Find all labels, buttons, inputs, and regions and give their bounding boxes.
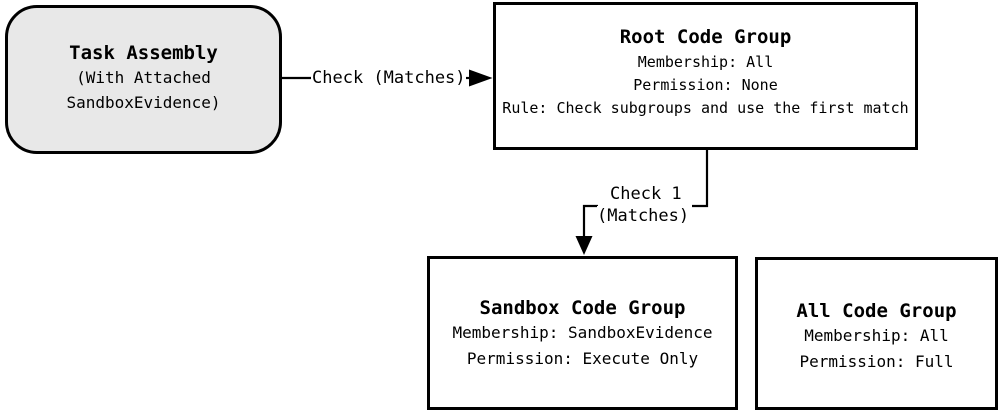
node-title: Root Code Group xyxy=(619,26,792,48)
node-detail-line: (With Attached xyxy=(76,68,211,87)
node-detail-line: Permission: Full xyxy=(799,352,954,371)
edge-label-check-1: Check 1 xyxy=(610,184,682,204)
node-detail-line: Permission: None xyxy=(633,76,778,94)
node-detail-line: Membership: SandboxEvidence xyxy=(452,323,713,342)
node-title: All Code Group xyxy=(796,300,957,322)
sandbox-code-group-node: Sandbox Code Group Membership: SandboxEv… xyxy=(427,256,738,410)
node-detail-line: Membership: All xyxy=(637,53,774,71)
node-title: Task Assembly xyxy=(69,42,218,64)
node-detail-line: Membership: All xyxy=(804,326,949,345)
edge-label-check-matches: Check (Matches) xyxy=(312,68,466,88)
arrowhead-right-icon xyxy=(469,69,493,87)
edge-label-check-1-matches: (Matches) xyxy=(597,206,690,226)
node-detail-line: Permission: Execute Only xyxy=(466,349,699,368)
task-assembly-node: Task Assembly (With Attached SandboxEvid… xyxy=(5,5,282,154)
node-detail-line: Rule: Check subgroups and use the first … xyxy=(502,99,909,117)
arrowhead-down-icon xyxy=(575,236,593,255)
all-code-group-node: All Code Group Membership: All Permissio… xyxy=(755,257,998,410)
node-detail-line: SandboxEvidence) xyxy=(66,93,221,112)
node-title: Sandbox Code Group xyxy=(479,297,686,319)
root-code-group-node: Root Code Group Membership: All Permissi… xyxy=(493,2,918,150)
